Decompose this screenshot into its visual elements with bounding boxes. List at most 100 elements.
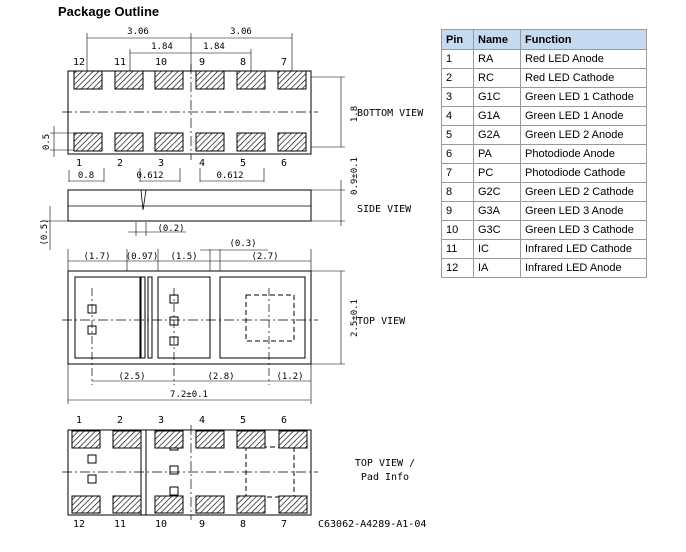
cell-pin: 7 — [441, 163, 474, 183]
pad-4 — [195, 132, 225, 152]
pad-view-pin-label-11: 11 — [114, 519, 126, 530]
pad-3 — [154, 132, 184, 152]
dim-0-97: (0.97) — [126, 252, 159, 262]
side-view-body — [67, 189, 312, 222]
cell-name: G3C — [473, 220, 521, 240]
dim-0-2: (0.2) — [157, 224, 184, 234]
cell-pin: 9 — [441, 201, 474, 221]
cell-name: G2A — [473, 125, 521, 145]
dim-0-612-right: 0.612 — [216, 171, 243, 181]
pad-5 — [236, 132, 266, 152]
pad-2 — [114, 132, 144, 152]
dim-2-8: (2.8) — [207, 372, 234, 382]
cell-pin: 8 — [441, 182, 474, 202]
dim-0-9: 0.9±0.1 — [350, 157, 360, 195]
pad-6 — [277, 132, 307, 152]
dim-7-2: 7.2±0.1 — [170, 390, 208, 400]
bottom-view-pin-label-6: 6 — [281, 158, 287, 169]
pad-info-outline — [67, 429, 312, 516]
cell-pin: 5 — [441, 125, 474, 145]
cell-function: Infrared LED Cathode — [520, 239, 647, 259]
pad-view-pin-label-8: 8 — [240, 519, 246, 530]
cell-function: Photodiode Cathode — [520, 163, 647, 183]
dim-0-612-left: 0.612 — [136, 171, 163, 181]
dim-1-7: (1.7) — [83, 252, 110, 262]
pad-view-pin-label-7: 7 — [281, 519, 287, 530]
cell-name: PA — [473, 144, 521, 164]
page-title: Package Outline — [58, 4, 160, 19]
bottom-view-pin-label-5: 5 — [240, 158, 246, 169]
bottom-view-pin-label-9: 9 — [199, 57, 205, 68]
cell-name: PC — [473, 163, 521, 183]
pad-11 — [114, 70, 144, 90]
cell-pin: 1 — [441, 49, 474, 69]
cell-function: Green LED 3 Cathode — [520, 220, 647, 240]
drawing-number: C63062-A4289-A1-04 — [318, 519, 426, 530]
dim-1-84-left: 1.84 — [151, 42, 173, 52]
bottom-view-pin-label-2: 2 — [117, 158, 123, 169]
dim-3-06-left: 3.06 — [127, 27, 149, 37]
package-outline-drawing: 3.06 3.06 1.84 1.84 1.8 0.5 0.8 0.612 0.… — [40, 27, 426, 530]
bottom-view-pin-label-11: 11 — [114, 57, 126, 68]
label-bottom-view: BOTTOM VIEW — [357, 108, 424, 119]
dim-0-8: 0.8 — [78, 171, 94, 181]
bottom-view-pin-label-7: 7 — [281, 57, 287, 68]
cell-function: Green LED 1 Anode — [520, 106, 647, 126]
header-function: Function — [520, 29, 647, 50]
pad-view-pin-label-5: 5 — [240, 415, 246, 426]
pad-view-pin-label-4: 4 — [199, 415, 205, 426]
pad-12 — [73, 70, 103, 90]
cell-name: G1A — [473, 106, 521, 126]
pad-view-pin-label-2: 2 — [117, 415, 123, 426]
cell-name: G1C — [473, 87, 521, 107]
header-name: Name — [473, 29, 521, 50]
cell-pin: 11 — [441, 239, 474, 259]
pad-8 — [236, 70, 266, 90]
cell-function: Red LED Anode — [520, 49, 647, 69]
dim-2-7: (2.7) — [251, 252, 278, 262]
pad-view-pin-label-12: 12 — [73, 519, 85, 530]
bottom-view-pin-label-4: 4 — [199, 158, 205, 169]
cell-function: Green LED 2 Cathode — [520, 182, 647, 202]
label-top-view-pad: TOP VIEW / — [355, 458, 415, 469]
dim-0-3: (0.3) — [229, 239, 256, 249]
pad-view-pin-label-6: 6 — [281, 415, 287, 426]
bottom-view-pin-label-10: 10 — [155, 57, 167, 68]
bottom-view-pin-label-1: 1 — [76, 158, 82, 169]
pin-table-header: Pin Name Function — [441, 29, 647, 50]
cell-name: RA — [473, 49, 521, 69]
cell-name: G2C — [473, 182, 521, 202]
bottom-view-pin-label-8: 8 — [240, 57, 246, 68]
dim-2-5: 2.5±0.1 — [350, 299, 360, 337]
cell-pin: 2 — [441, 68, 474, 88]
cell-function: Photodiode Anode — [520, 144, 647, 164]
label-side-view: SIDE VIEW — [357, 204, 412, 215]
pad-1 — [73, 132, 103, 152]
pad-7 — [277, 70, 307, 90]
pad-9 — [195, 70, 225, 90]
dim-1-2: (1.2) — [276, 372, 303, 382]
cell-function: Green LED 2 Anode — [520, 125, 647, 145]
dim-1-84-right: 1.84 — [203, 42, 225, 52]
cell-pin: 3 — [441, 87, 474, 107]
dim-2-5-ref: (2.5) — [118, 372, 145, 382]
cell-pin: 4 — [441, 106, 474, 126]
cell-name: IA — [473, 258, 521, 278]
label-top-view: TOP VIEW — [357, 316, 406, 327]
bottom-view-pin-label-3: 3 — [158, 158, 164, 169]
top-view-outline — [67, 270, 312, 365]
dim-3-06-right: 3.06 — [230, 27, 252, 37]
cell-name: G3A — [473, 201, 521, 221]
bottom-view-outline — [67, 70, 312, 155]
pad-10 — [154, 70, 184, 90]
